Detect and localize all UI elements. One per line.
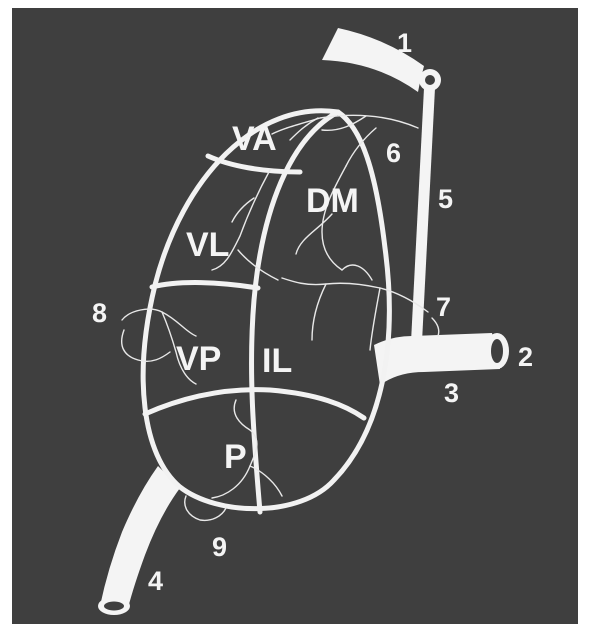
vessel-number-4: 4 xyxy=(148,566,163,596)
region-label-va: VA xyxy=(232,120,277,158)
vessel-number-7: 7 xyxy=(436,292,451,322)
region-label-dm: DM xyxy=(306,182,359,220)
vessel-1-lumen xyxy=(425,75,435,85)
vessel-2-lumen xyxy=(491,339,503,363)
vessel-number-8: 8 xyxy=(92,298,107,328)
region-label-p: P xyxy=(224,438,247,476)
vessel-number-5: 5 xyxy=(438,184,453,214)
region-label-il: IL xyxy=(262,342,292,380)
vessel-number-9: 9 xyxy=(212,532,227,562)
vessel-number-3: 3 xyxy=(444,378,459,408)
region-label-vp: VP xyxy=(176,340,221,378)
vessel-number-1: 1 xyxy=(397,28,412,58)
vessel-number-6: 6 xyxy=(386,138,401,168)
region-label-vl: VL xyxy=(186,226,229,264)
vessel-4-lumen xyxy=(104,602,124,611)
vessel-number-2: 2 xyxy=(518,342,533,372)
